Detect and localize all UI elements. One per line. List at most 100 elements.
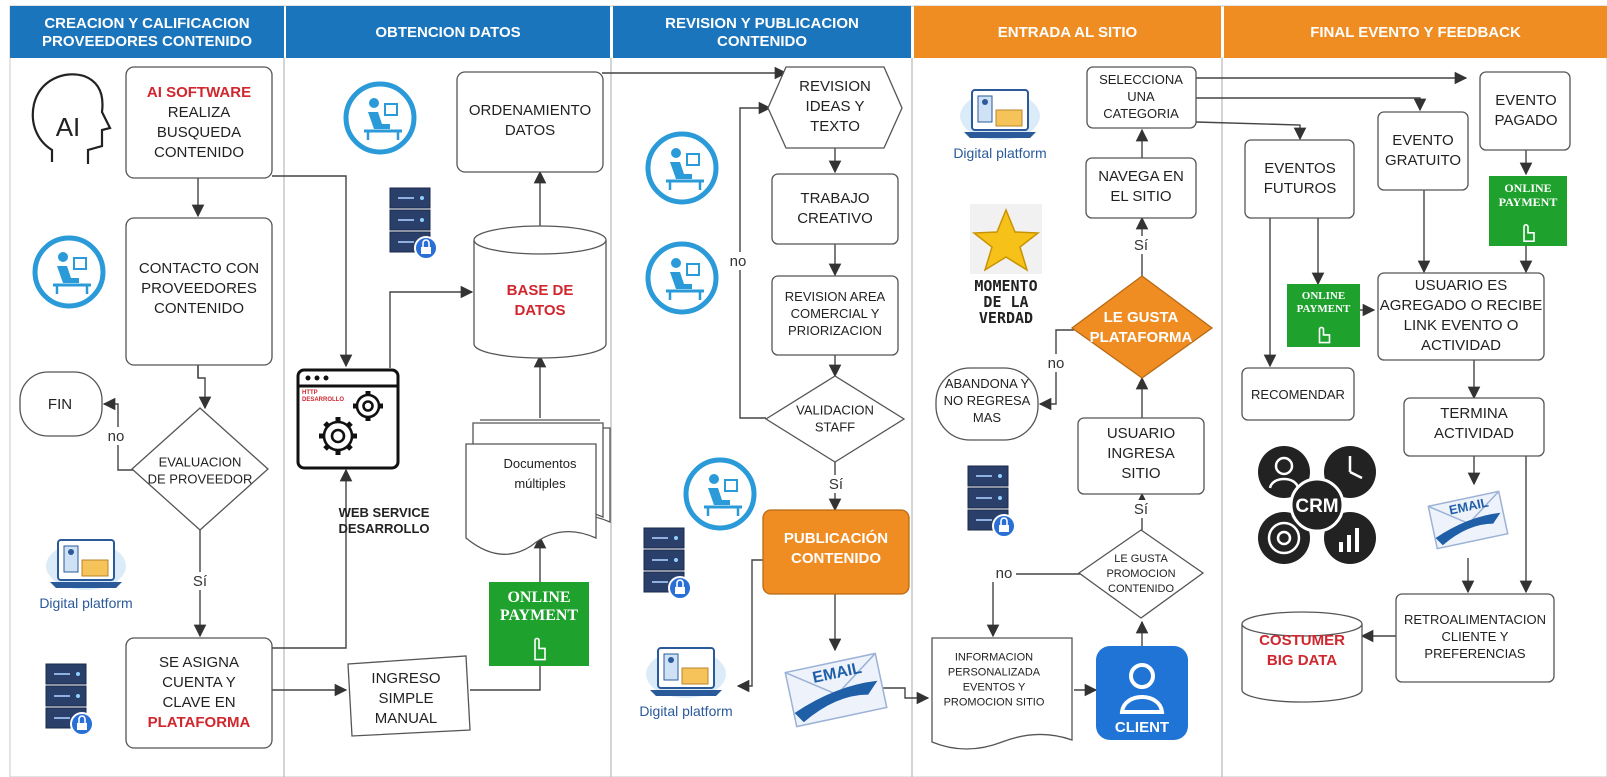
- label-le-gusta-plat: LE GUSTA: [1104, 309, 1179, 326]
- box-trabajo: [771, 173, 899, 245]
- doc-front: [465, 443, 597, 555]
- label-le-gusta-promo: CONTENIDO: [1108, 583, 1174, 595]
- hexagon-revision-ideas: [767, 66, 903, 149]
- label-asigna: SE ASIGNA: [159, 654, 239, 671]
- person-at-desk-icon: [32, 235, 106, 309]
- email-icon: EMAIL: [784, 652, 888, 728]
- label-usuario-ingresa: INGRESA: [1107, 445, 1175, 462]
- label-ingreso: SIMPLE: [378, 690, 433, 707]
- edge-label: Sí: [1134, 237, 1149, 254]
- label-evento-gratuito: GRATUITO: [1385, 152, 1461, 169]
- digital-platform-caption: Digital platform: [953, 145, 1046, 161]
- lane-3-header: [613, 6, 911, 58]
- client-icon: CLIENT: [1096, 646, 1188, 740]
- label-selecciona: UNA: [1127, 89, 1155, 104]
- label-informacion: EVENTOS Y: [963, 682, 1026, 694]
- crm-icon: CRM: [1258, 446, 1376, 564]
- label-revision-area: COMERCIAL Y: [791, 306, 880, 321]
- label-selecciona: SELECCIONA: [1099, 72, 1183, 87]
- box-termina: [1403, 397, 1545, 457]
- box-selecciona: [1086, 66, 1197, 129]
- label-asigna: CUENTA Y: [162, 674, 236, 691]
- label-web-service: DESARROLLO: [339, 521, 430, 536]
- label-trabajo: TRABAJO: [800, 190, 869, 207]
- person-at-desk-icon: [645, 131, 719, 205]
- lane-5-header: [1224, 6, 1607, 58]
- label-le-gusta-promo: LE GUSTA: [1114, 553, 1168, 565]
- server-icon: [967, 465, 1016, 538]
- label-informacion: PERSONALIZADA: [948, 667, 1041, 679]
- label-fin: FIN: [48, 396, 72, 413]
- ai-head-icon: AI: [31, 73, 112, 164]
- svg-text:PAYMENT: PAYMENT: [500, 607, 579, 624]
- label-base-datos: DATOS: [514, 302, 565, 319]
- label-evento-pagado: EVENTO: [1495, 92, 1556, 109]
- box-navega: [1085, 157, 1197, 219]
- label-publicacion: PUBLICACIÓN: [784, 529, 888, 547]
- label-recomendar: RECOMENDAR: [1251, 387, 1345, 402]
- label-evaluacion: EVALUACION: [159, 455, 242, 470]
- box-revision-area: [771, 275, 899, 356]
- label-contacto: CONTENIDO: [154, 300, 244, 317]
- digital-platform-icon: Digital platform: [39, 539, 133, 611]
- label-big-data: COSTUMER: [1259, 632, 1345, 649]
- label-abandona: NO REGRESA: [944, 393, 1031, 408]
- lane-3-title: REVISION Y PUBLICACION: [665, 15, 859, 32]
- label-asigna: PLATAFORMA: [148, 714, 251, 731]
- node-labels: AI SOFTWAREREALIZABUSQUEDACONTENIDOCONTA…: [48, 72, 1558, 731]
- person-at-desk-icon: [683, 457, 757, 531]
- label-retro: CLIENTE Y: [1442, 629, 1509, 644]
- box-asigna: [125, 637, 273, 749]
- svg-text:CRM: CRM: [1295, 496, 1338, 517]
- connectors: [102, 66, 1533, 705]
- lane-2-header: [286, 6, 610, 58]
- label-validacion: STAFF: [815, 420, 855, 435]
- lane-2-title: OBTENCION DATOS: [375, 24, 520, 41]
- label-usuario-ingresa: USUARIO: [1107, 425, 1175, 442]
- svg-text:CLIENT: CLIENT: [1115, 719, 1169, 736]
- diamond-le-gusta-promocion: [1077, 529, 1205, 619]
- label-usuario-agregado: LINK EVENTO O: [1404, 317, 1519, 334]
- lane-1-header: [10, 6, 284, 58]
- label-usuario-agregado: AGREGADO O RECIBE: [1380, 297, 1543, 314]
- label-termina: TERMINA: [1440, 405, 1508, 422]
- label-selecciona: CATEGORIA: [1103, 106, 1179, 121]
- svg-text:VERDAD: VERDAD: [979, 309, 1033, 327]
- label-ai-software: CONTENIDO: [154, 144, 244, 161]
- box-abandona: [935, 367, 1039, 441]
- label-abandona: MAS: [973, 410, 1002, 425]
- lane-4-header: [914, 6, 1221, 58]
- box-retro: [1395, 593, 1555, 683]
- digital-platform-icon: Digital platform: [639, 647, 733, 719]
- edge-label: Sí: [829, 476, 844, 493]
- diamond-le-gusta-plataforma: [1070, 275, 1214, 379]
- svg-text:MOMENTO: MOMENTO: [974, 277, 1037, 295]
- label-eventos-futuros: FUTUROS: [1264, 180, 1337, 197]
- label-usuario-agregado: ACTIVIDAD: [1421, 337, 1501, 354]
- edge-label: no: [996, 565, 1013, 582]
- box-ingreso: [347, 655, 471, 737]
- label-documentos: múltiples: [514, 476, 566, 491]
- cylinder-base-datos: [473, 225, 607, 359]
- label-ai-software: REALIZA: [168, 104, 231, 121]
- label-big-data: BIG DATA: [1267, 652, 1337, 669]
- label-eventos-futuros: EVENTOS: [1264, 160, 1335, 177]
- label-validacion: VALIDACION: [796, 403, 874, 418]
- svg-text:PAYMENT: PAYMENT: [1499, 195, 1558, 209]
- svg-text:ONLINE: ONLINE: [1302, 290, 1345, 302]
- edge-label: Sí: [1134, 501, 1149, 518]
- label-ai-software: BUSQUEDA: [157, 124, 241, 141]
- lane-4-title: ENTRADA AL SITIO: [998, 24, 1138, 41]
- label-ordenamiento: ORDENAMIENTO: [469, 102, 591, 119]
- label-ingreso: INGRESO: [371, 670, 440, 687]
- label-evento-pagado: PAGADO: [1494, 112, 1557, 129]
- label-evaluacion: DE PROVEEDOR: [148, 472, 253, 487]
- label-retro: RETROALIMENTACION: [1404, 612, 1546, 627]
- label-abandona: ABANDONA Y: [945, 376, 1030, 391]
- label-termina: ACTIVIDAD: [1434, 425, 1514, 442]
- diamond-validacion: [764, 375, 906, 463]
- box-evento-gratuito: [1377, 111, 1469, 191]
